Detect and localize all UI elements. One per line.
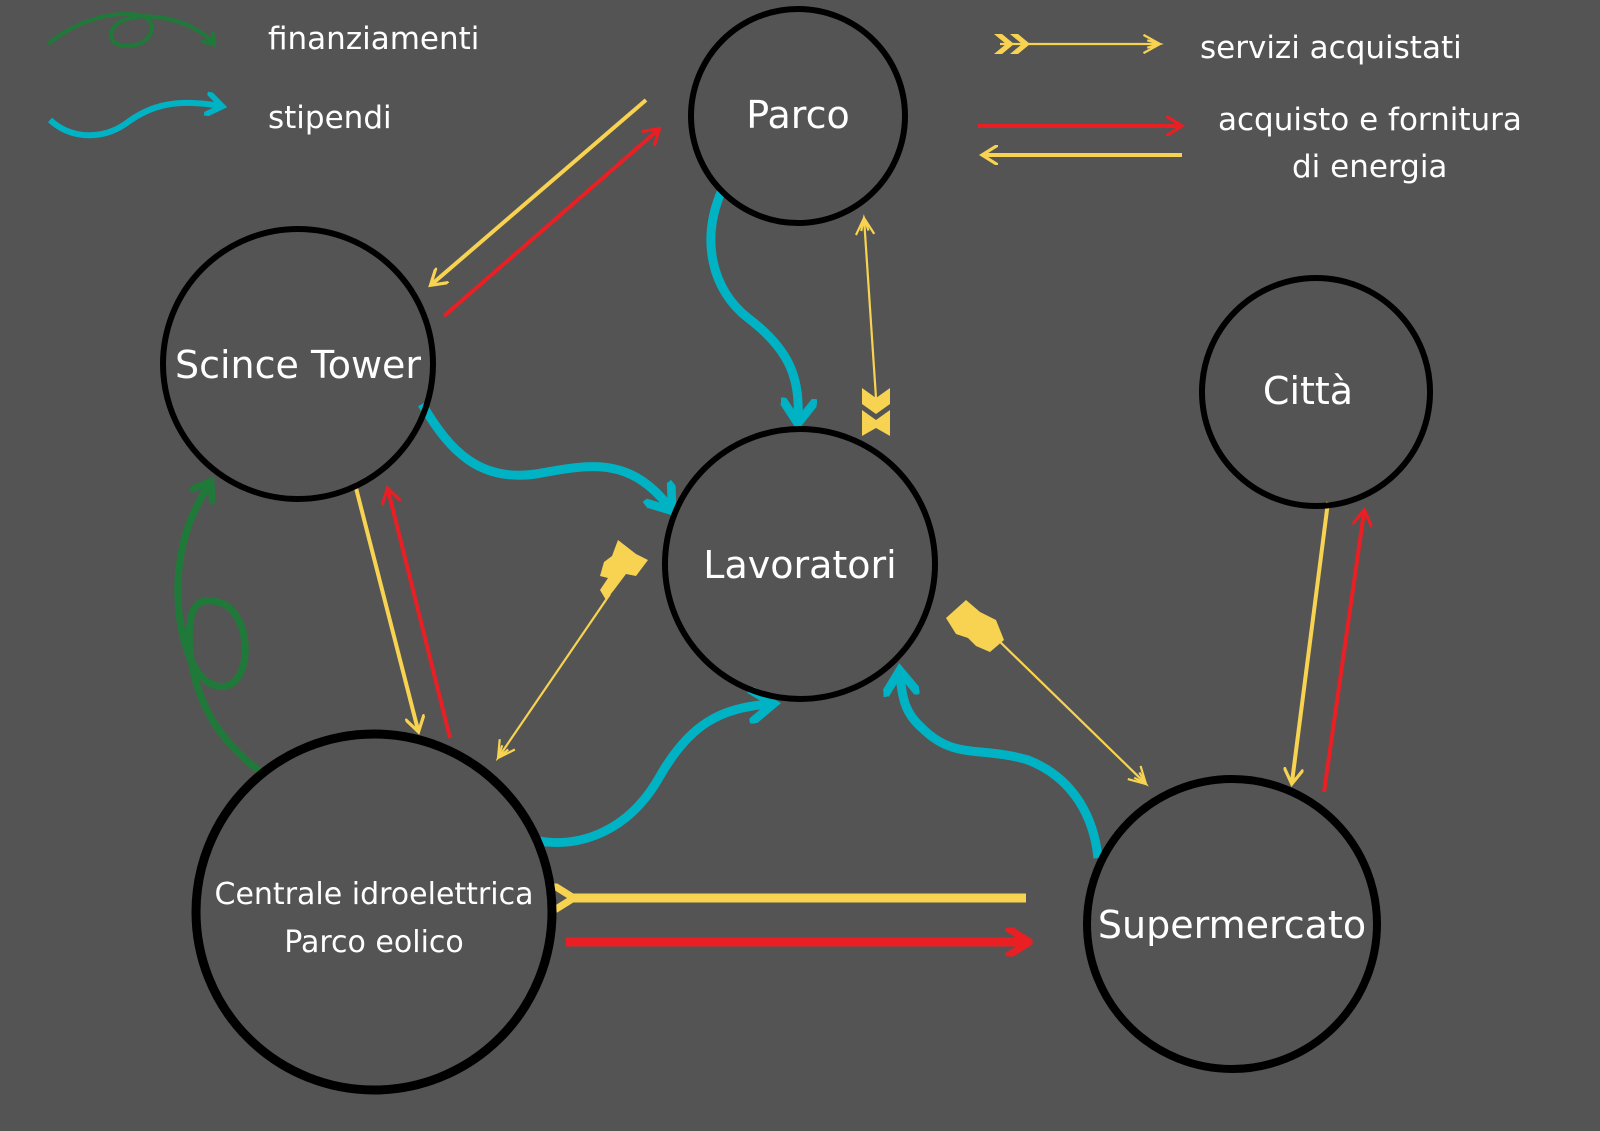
legend-label-stipendi: stipendi [268,100,392,136]
edge-lavoratori-to-parco-servizi [864,218,878,399]
fletching-icon-centrale [600,540,648,600]
edges [174,98,1364,942]
legend-label-energia-1: acquisto e fornitura [1218,102,1522,138]
node-label-citta: Città [1263,369,1353,413]
node-label-parco: Parco [746,93,849,137]
legend-label-servizi: servizi acquistati [1200,30,1462,66]
edge-centrale-to-lavoratori-stipendi [533,704,770,847]
legend: finanziamenti stipendi servizi acquistat… [46,12,1522,185]
stipendi-swatch [47,103,220,139]
node-label-centrale-1: Centrale idroelettrica [215,877,534,912]
legend-energia: acquisto e fornitura di energia [978,102,1522,185]
edge-tower-to-parco-red [442,130,658,318]
node-parco: Parco [688,6,908,226]
edge-supermercato-to-lavoratori-stipendi [900,674,1103,859]
edge-parco-to-tower-yellow [432,98,648,284]
servizi-fletching-icon [994,34,1030,54]
node-label-supermercato: Supermercato [1098,903,1366,947]
edge-centrale-to-tower-red [388,490,452,739]
edge-supermercato-to-citta-red [1322,512,1364,793]
node-supermercato: Supermercato [1083,775,1381,1073]
edge-citta-to-supermercato-yellow [1292,501,1330,782]
edge-tower-to-centrale-yellow [354,487,418,730]
node-science-tower: Scince Tower [160,226,436,502]
node-citta: Città [1199,275,1433,509]
node-centrale: Centrale idroelettrica Parco eolico [191,729,557,1095]
edge-lavoratori-to-centrale-servizi [498,593,611,758]
legend-label-finanziamenti: finanziamenti [268,21,479,57]
edge-lavoratori-to-supermercato-servizi [995,637,1146,784]
fletching-icon-supermercato [946,600,1004,652]
nodes: Parco Scince Tower Città Lavoratori Cent… [160,6,1433,1095]
legend-servizi: servizi acquistati [994,30,1462,66]
finanziamenti-swatch [46,12,212,49]
node-label-centrale-2: Parco eolico [284,925,464,960]
legend-finanziamenti: finanziamenti [46,12,479,57]
fletching-icon-parco [862,388,890,436]
legend-stipendi: stipendi [47,100,392,139]
node-lavoratori: Lavoratori [662,426,938,702]
node-label-lavoratori: Lavoratori [703,543,896,587]
edge-centrale-to-tower-finanziamenti [174,486,269,779]
legend-label-energia-2: di energia [1292,149,1447,185]
node-label-science-tower: Scince Tower [175,343,421,387]
edge-parco-to-lavoratori-stipendi [706,188,798,420]
edge-tower-to-lavoratori-stipendi [418,401,670,508]
